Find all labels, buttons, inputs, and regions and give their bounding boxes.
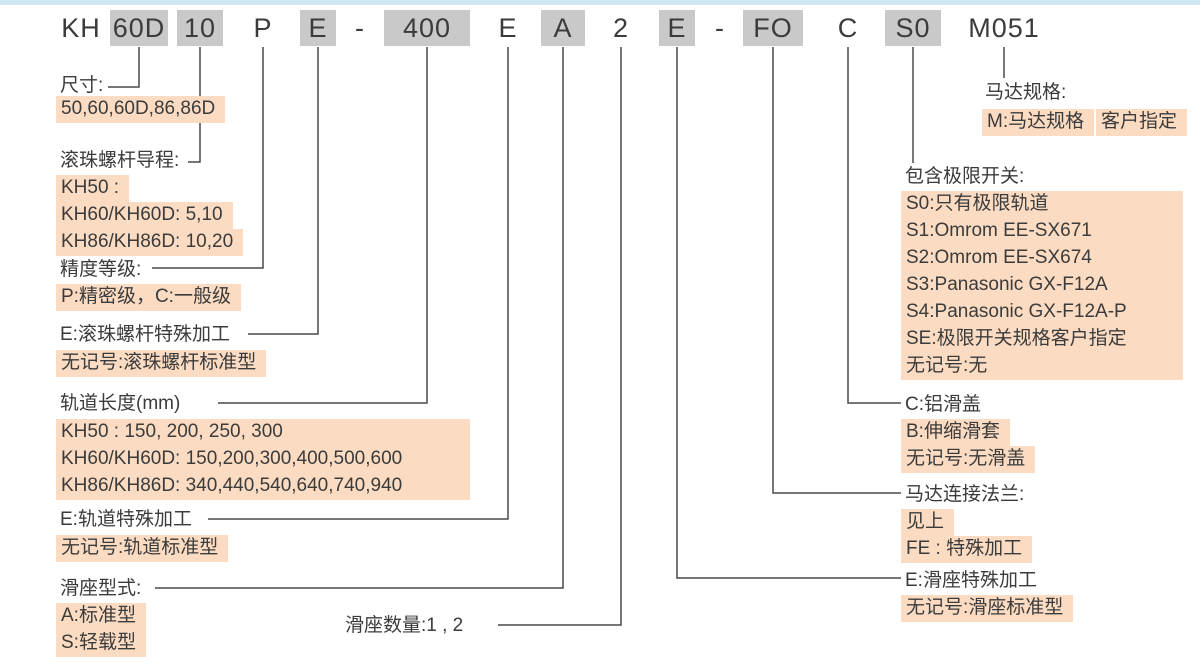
lead-option: KH86/KH86D: 10,20	[56, 229, 244, 256]
code-segment-slider-qty: 2	[612, 13, 630, 43]
flange-option: 见上	[901, 509, 955, 536]
limit-switch-option: SE:极限开关规格客户指定	[901, 326, 1183, 353]
code-segment-rail-length: 400	[384, 10, 470, 46]
code-segment-size: 60D	[110, 10, 168, 46]
accuracy-label: 精度等级:	[60, 259, 142, 280]
connector-flange	[772, 47, 901, 494]
code-segment-slider-type: A	[541, 10, 585, 46]
flange-option: FE : 特殊加工	[901, 536, 1033, 563]
slider-type-label: 滑座型式:	[60, 578, 142, 599]
rail-length-option: KH86/KH86D: 340,440,540,640,740,940	[56, 473, 470, 500]
rail-length-option: KH60/KH60D: 150,200,300,400,500,600	[56, 446, 470, 473]
limit-switch-option: S4:Panasonic GX-F12A-P	[901, 299, 1183, 326]
rail-length-option: KH50 : 150, 200, 250, 300	[56, 419, 470, 446]
cover-label: C:铝滑盖	[905, 394, 982, 415]
slider-special-option: 无记号:滑座标准型	[901, 595, 1074, 622]
code-segment-lead: 10	[177, 10, 223, 46]
code-segment-cover: C	[837, 13, 859, 43]
lead-label: 滚珠螺杆导程:	[60, 150, 180, 171]
lead-option: KH50 :	[56, 175, 130, 202]
limit-switch-option: S1:Omrom EE-SX671	[901, 218, 1183, 245]
rail-length-label: 轨道长度(mm)	[60, 393, 181, 414]
code-segment-screw-special: E	[300, 10, 336, 46]
code-segment-dash1: -	[355, 13, 365, 43]
code-segment-dash2: -	[715, 13, 725, 43]
code-segment-limit-switch: S0	[885, 10, 941, 46]
motor-spec-option: 客户指定	[1096, 109, 1188, 136]
lead-option: KH60/KH60D: 5,10	[56, 202, 233, 229]
motor-spec-option: M:马达规格	[982, 109, 1095, 136]
motor-spec-label: 马达规格:	[985, 82, 1067, 103]
connector-cover	[847, 47, 901, 404]
code-segment-slider-special: E	[659, 10, 695, 46]
slider-special-label: E:滑座特殊加工	[905, 570, 1037, 591]
slider-qty-label: 滑座数量:1 , 2	[345, 615, 464, 636]
cover-option: 无记号:无滑盖	[901, 446, 1036, 473]
limit-switch-option: S0:只有极限轨道	[901, 191, 1183, 218]
slider-type-option: S:轻载型	[56, 630, 146, 657]
accuracy-option: P:精密级，C:一般级	[56, 284, 241, 311]
top-border	[0, 0, 1200, 5]
rail-special-label: E:轨道特殊加工	[60, 509, 192, 530]
cover-option: B:伸缩滑套	[901, 419, 1010, 446]
code-segment-motor: M051	[968, 13, 1040, 43]
connector-screw-special	[248, 47, 319, 335]
limit-switch-option: S3:Panasonic GX-F12A	[901, 272, 1183, 299]
connector-slider-type	[155, 47, 564, 589]
code-segment-flange: FO	[743, 10, 803, 46]
size-values: 50,60,60D,86,86D	[56, 96, 226, 123]
limit-switch-label: 包含极限开关:	[905, 166, 1025, 187]
screw-special-label: E:滚珠螺杆特殊加工	[60, 324, 230, 345]
screw-special-option: 无记号:滚珠螺杆标准型	[56, 350, 267, 377]
flange-label: 马达连接法兰:	[905, 484, 1025, 505]
slider-type-option: A:标准型	[56, 603, 146, 630]
code-segment-accuracy: P	[253, 13, 273, 43]
connector-size	[108, 47, 140, 88]
connector-slider-qty	[498, 47, 622, 626]
limit-switch-option: S2:Omrom EE-SX674	[901, 245, 1183, 272]
rail-special-option: 无记号:轨道标准型	[56, 535, 229, 562]
connector-slider-special	[676, 47, 901, 579]
limit-switch-option: 无记号:无	[901, 353, 1183, 380]
size-label: 尺寸:	[60, 75, 104, 96]
code-segment-series: KH	[61, 13, 101, 43]
code-segment-rail-special: E	[498, 13, 518, 43]
